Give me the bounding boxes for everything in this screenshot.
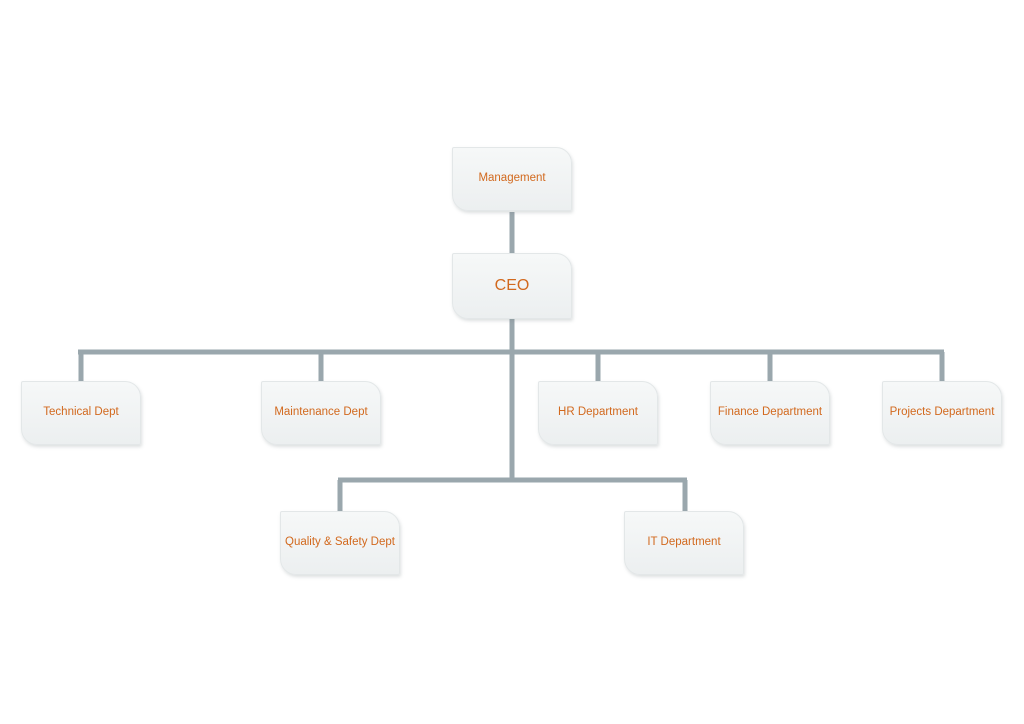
node-hr-department: HR Department <box>538 381 658 445</box>
node-technical-dept: Technical Dept <box>21 381 141 445</box>
node-quality-safety-dept: Quality & Safety Dept <box>280 511 400 575</box>
node-ceo: CEO <box>452 253 572 319</box>
node-maintenance-dept: Maintenance Dept <box>261 381 381 445</box>
node-it-department: IT Department <box>624 511 744 575</box>
node-management: Management <box>452 147 572 211</box>
node-finance-department: Finance Department <box>710 381 830 445</box>
node-projects-department: Projects Department <box>882 381 1002 445</box>
